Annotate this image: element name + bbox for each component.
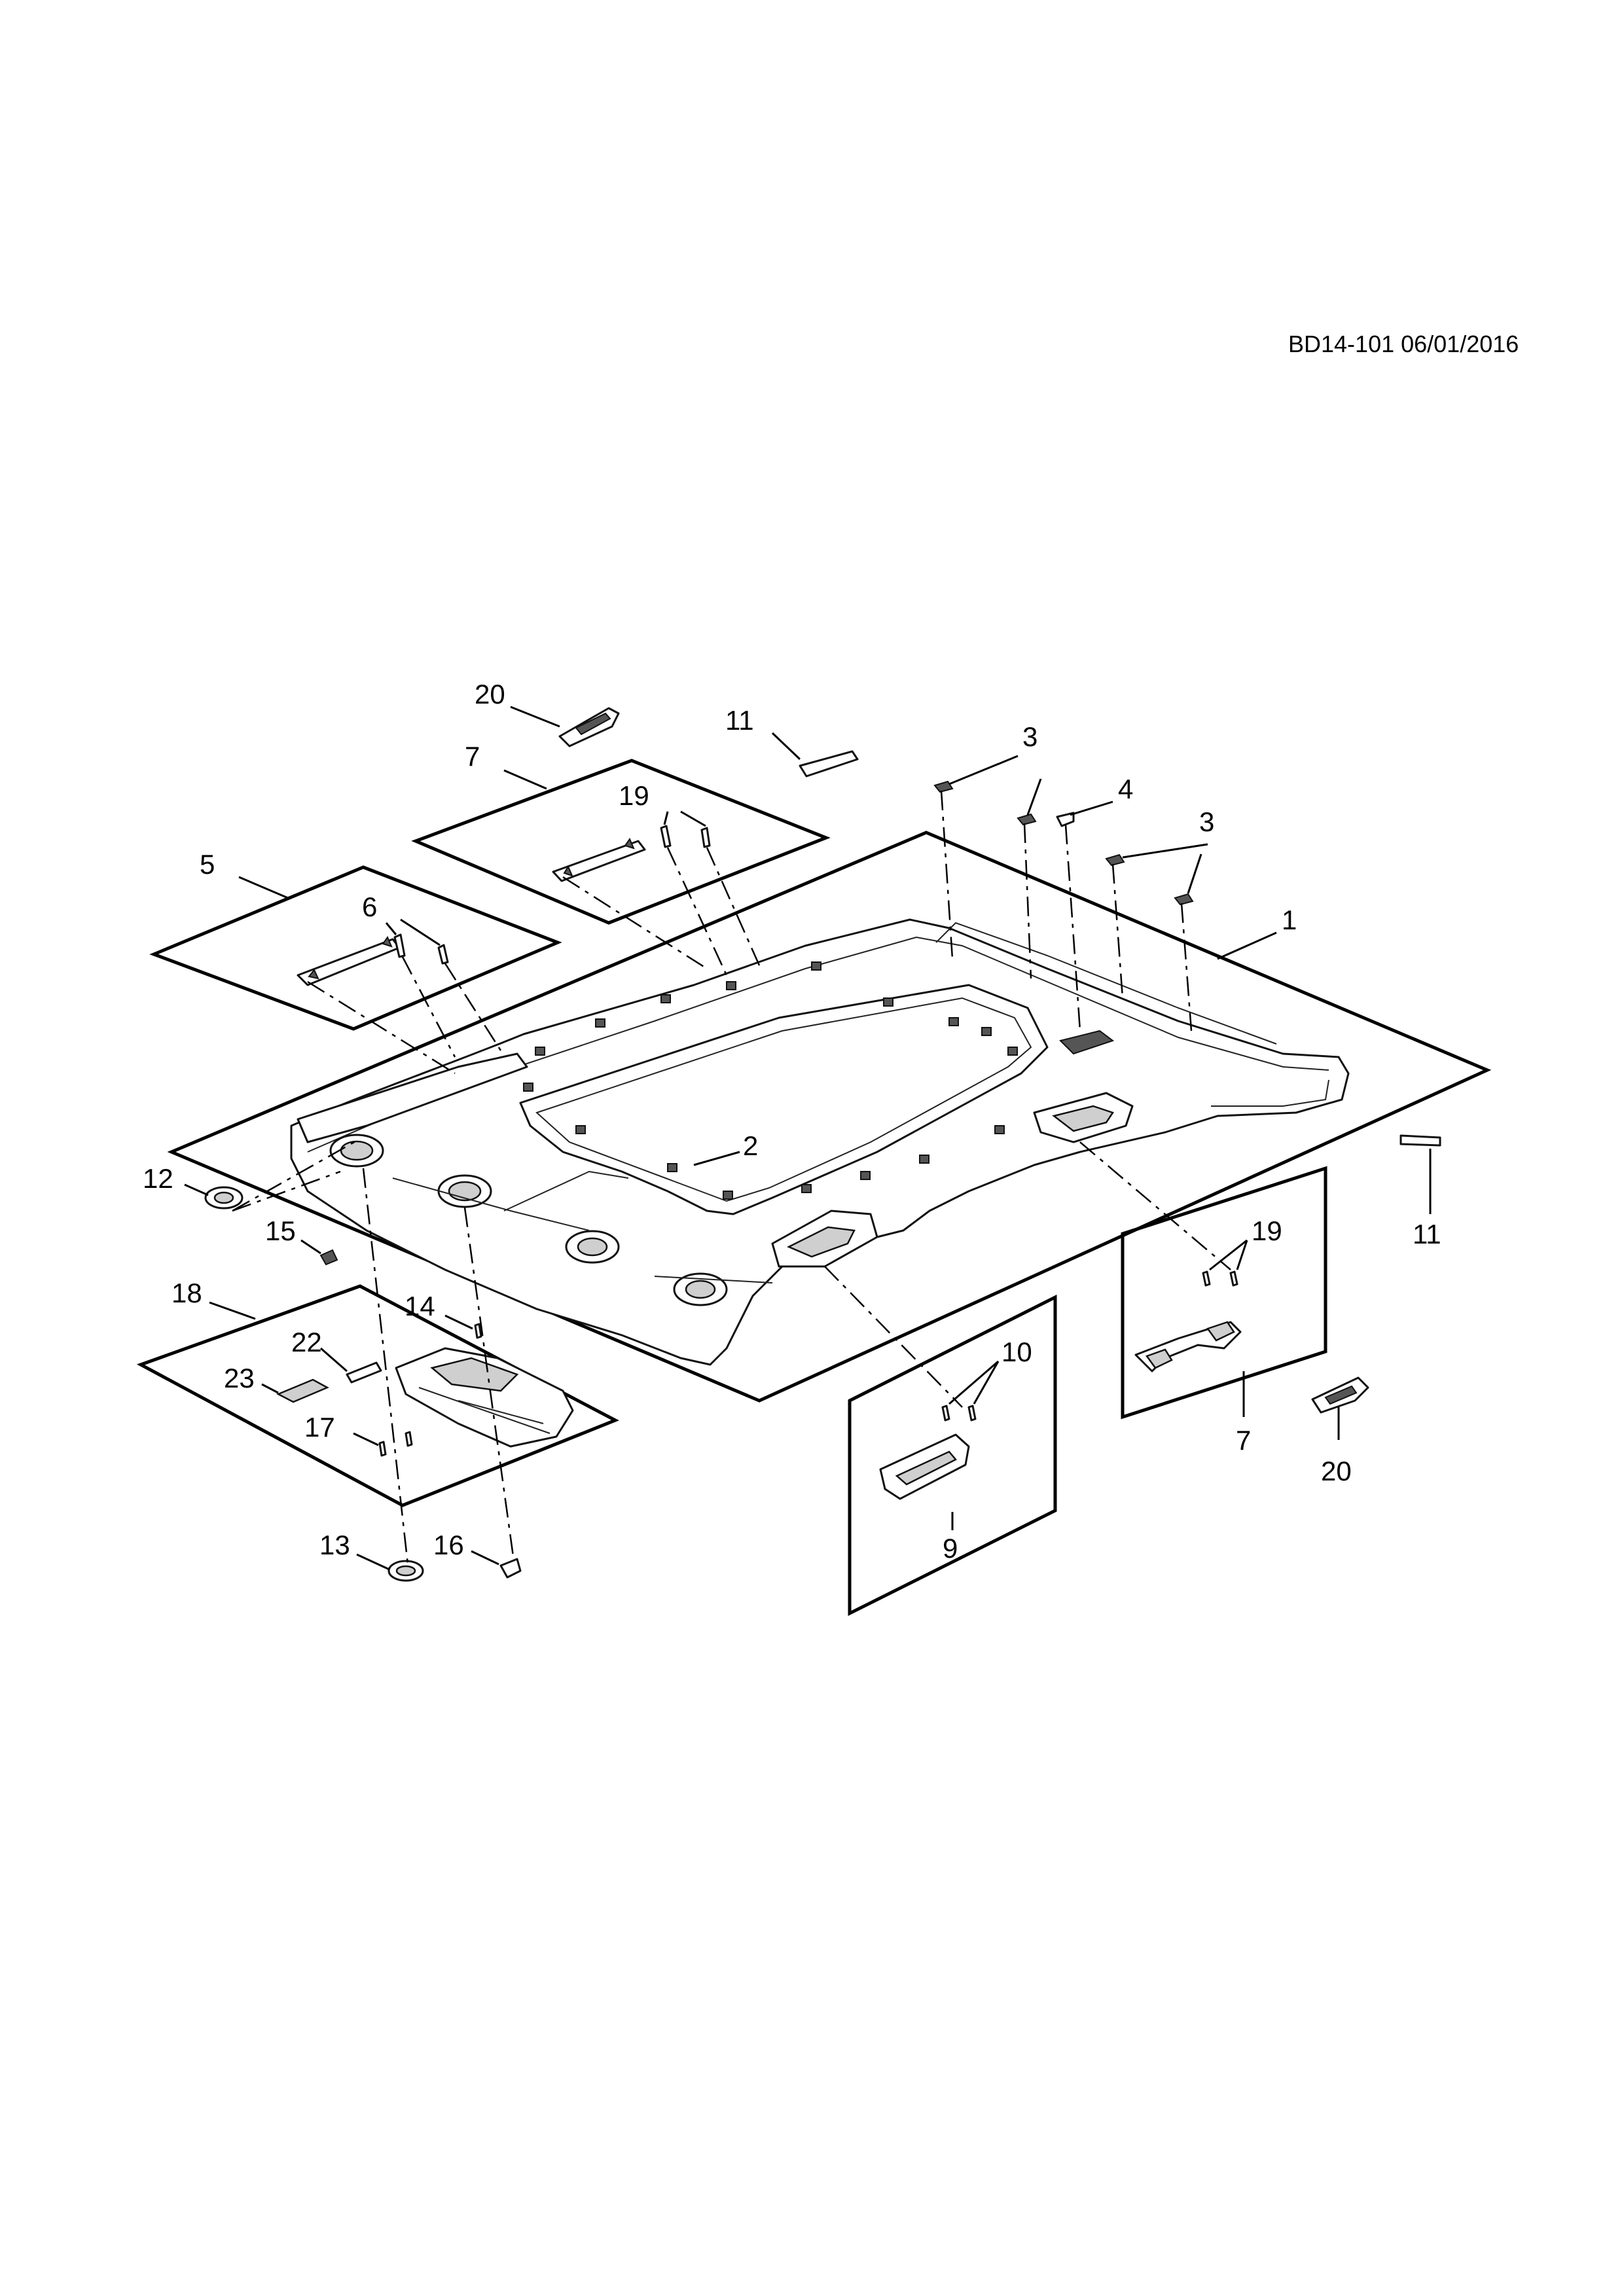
screw-part-19-upper-a — [660, 825, 672, 848]
screw-part-10b — [967, 1405, 977, 1422]
clip-part-15 — [319, 1249, 338, 1266]
callout-1: 1 — [1282, 905, 1297, 935]
screw-part-6b — [437, 944, 449, 965]
leader-lines — [184, 706, 1432, 1571]
screw-part-19-lower-b — [1229, 1270, 1238, 1287]
frame-part-7-lower — [1121, 1166, 1327, 1420]
cover-part-23 — [276, 1378, 329, 1403]
headliner-clips — [523, 961, 1018, 1200]
cap-part-13 — [388, 1560, 424, 1582]
handle-part-9 — [879, 1433, 970, 1500]
frame-part-18 — [136, 1284, 619, 1507]
clip-part-3d — [1174, 893, 1194, 906]
frame-part-5 — [149, 865, 562, 1031]
callout-11-right: 11 — [1413, 1219, 1441, 1249]
callout-7-upper: 7 — [465, 741, 480, 772]
callout-20-right: 20 — [1321, 1456, 1352, 1486]
callout-22: 22 — [291, 1327, 322, 1357]
headliner-panel — [290, 918, 1350, 1366]
assembly-lines — [232, 790, 1231, 1565]
pin-part-22 — [346, 1361, 382, 1384]
handle-part-5 — [297, 935, 401, 986]
callout-6: 6 — [362, 891, 377, 922]
pad-part-11-right — [1399, 1134, 1441, 1147]
callout-19-lower: 19 — [1252, 1215, 1282, 1246]
callout-labels: 20 11 3 4 3 1 7 19 5 6 2 12 15 18 14 22 … — [143, 679, 1441, 1564]
callout-10: 10 — [1001, 1336, 1032, 1367]
callout-12: 12 — [143, 1163, 173, 1194]
callout-13: 13 — [319, 1530, 350, 1560]
callout-14: 14 — [405, 1291, 435, 1321]
callout-11-upper: 11 — [725, 705, 754, 736]
lamp-part-20-right — [1311, 1376, 1369, 1414]
screw-part-10a — [941, 1405, 950, 1422]
handle-part-7-upper — [552, 837, 646, 882]
sun-visor-part-18 — [395, 1347, 574, 1448]
clip-part-3c — [1105, 853, 1125, 867]
callout-20-upper: 20 — [475, 679, 505, 709]
callout-16: 16 — [433, 1530, 464, 1560]
callout-15: 15 — [265, 1215, 296, 1246]
pad-part-11-upper — [799, 750, 859, 778]
screw-part-19-upper-b — [700, 827, 711, 848]
callout-17: 17 — [304, 1412, 335, 1443]
callout-19-upper: 19 — [619, 780, 649, 811]
bezel-part-12 — [204, 1186, 244, 1210]
screw-part-14 — [474, 1323, 482, 1339]
callout-3-right: 3 — [1199, 806, 1214, 837]
frame-part-9 — [848, 1294, 1057, 1617]
clip-part-4 — [1056, 812, 1075, 827]
callout-23: 23 — [224, 1363, 255, 1393]
clip-part-16 — [499, 1558, 522, 1579]
lamp-part-20-upper — [558, 707, 620, 747]
screw-part-17b — [405, 1431, 413, 1447]
screw-part-19-lower-a — [1202, 1270, 1211, 1287]
callout-7-lower: 7 — [1236, 1425, 1251, 1456]
callout-3-upper: 3 — [1022, 721, 1038, 752]
callout-9: 9 — [943, 1533, 958, 1564]
screw-part-6a — [393, 933, 406, 958]
callout-5: 5 — [200, 849, 215, 880]
callout-2: 2 — [743, 1130, 758, 1161]
callout-18: 18 — [171, 1278, 202, 1308]
clip-part-3b — [1017, 813, 1037, 826]
screw-part-17a — [378, 1441, 387, 1457]
frame-part-7-upper — [411, 759, 831, 925]
clip-part-3a — [933, 780, 954, 793]
callout-4: 4 — [1118, 774, 1133, 804]
headliner-frame — [167, 831, 1492, 1403]
handle-part-7-lower — [1134, 1321, 1242, 1372]
drawing-code: BD14-101 06/01/2016 — [1288, 331, 1519, 357]
